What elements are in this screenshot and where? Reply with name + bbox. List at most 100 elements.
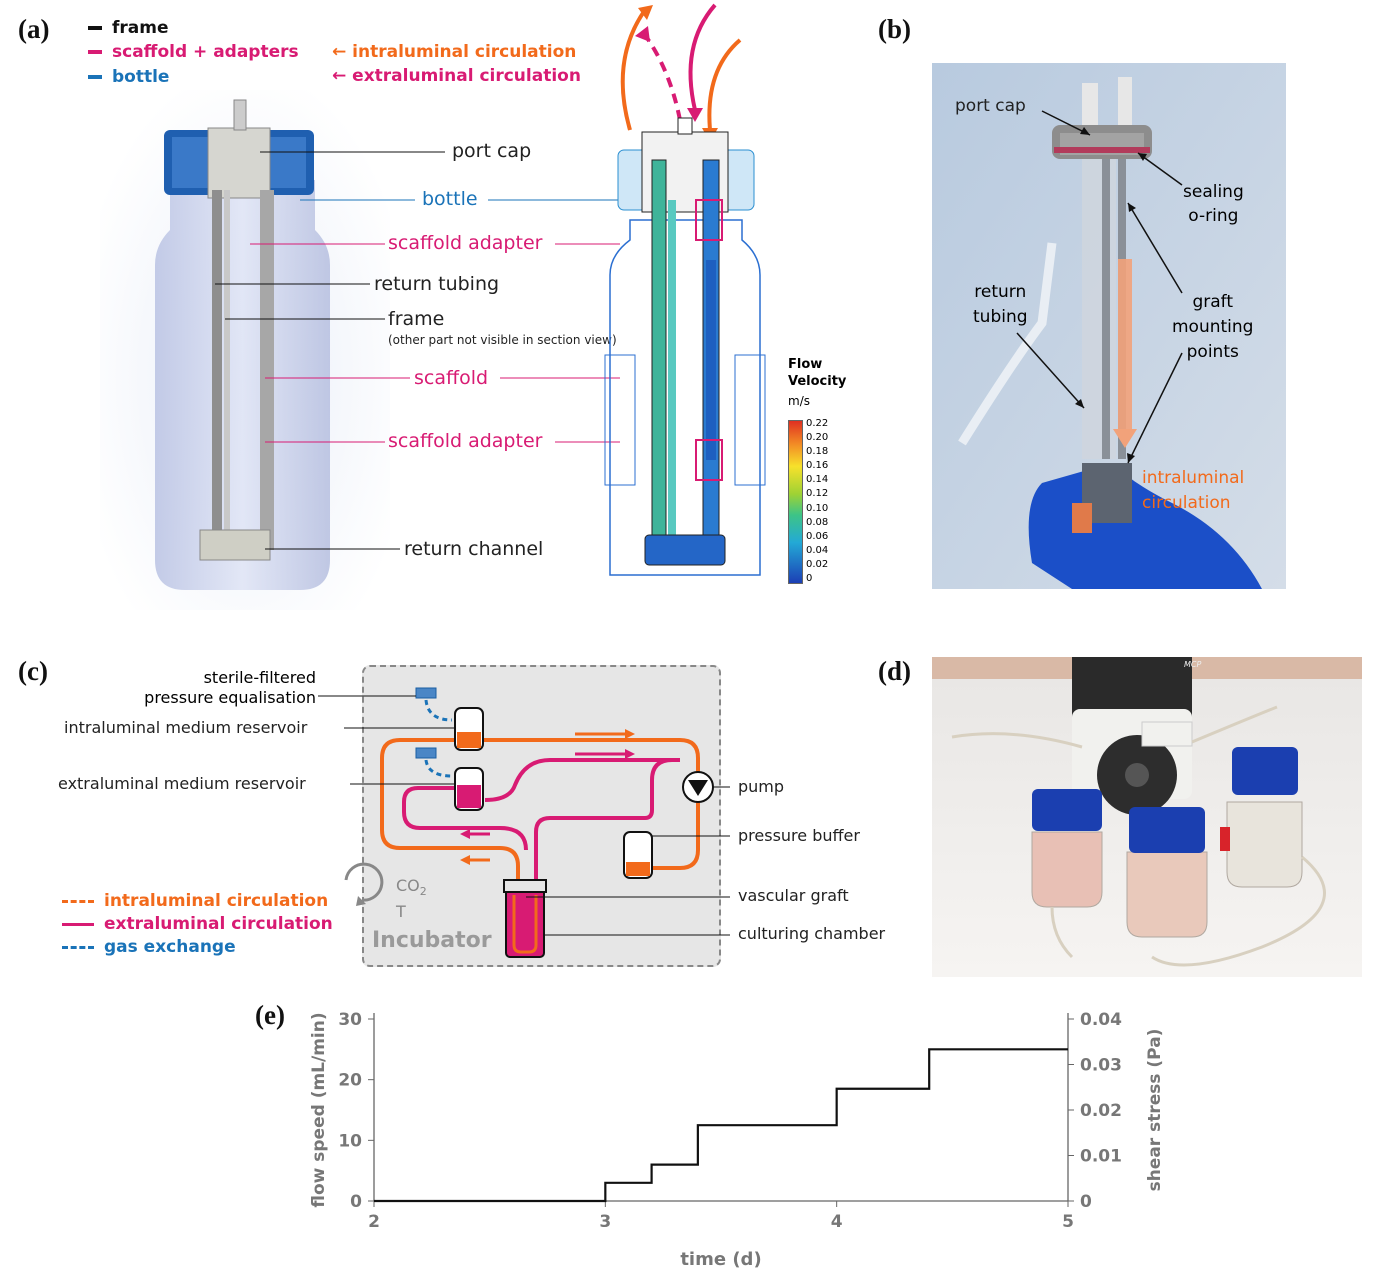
legend-intraluminal-flow: ← intraluminal circulation <box>332 42 576 62</box>
legend-frame: frame <box>88 18 169 38</box>
callout-return-tubing: return tubing <box>374 273 500 295</box>
y-tick-label: 0 <box>350 1192 362 1212</box>
callout-port-cap: port cap <box>452 140 532 162</box>
label-circulation: circulation <box>1142 493 1231 513</box>
legend-label: extraluminal circulation <box>104 914 333 934</box>
co2-label: CO2 <box>396 876 427 898</box>
photo-setup <box>932 657 1362 977</box>
panel-label-e: (e) <box>255 1000 285 1030</box>
y2-tick-label: 0.02 <box>1080 1101 1122 1121</box>
x-tick-label: 2 <box>368 1212 380 1232</box>
callout-scaffold: scaffold <box>414 367 489 389</box>
callout-scaffold-adapter-top: scaffold adapter <box>388 232 543 254</box>
legend-swatch <box>88 50 102 54</box>
label-port-cap: port cap <box>955 96 1026 116</box>
colorbar-tick: 0.14 <box>806 474 829 486</box>
panel-label-a: (a) <box>18 14 50 44</box>
bottle-render <box>100 90 390 610</box>
legend-intraluminal: intraluminal circulation <box>62 890 333 913</box>
legend-bottle: bottle <box>88 67 169 87</box>
panel-b-arrows <box>1016 110 1183 464</box>
temperature-label: T <box>396 902 406 921</box>
co2-text: CO <box>396 876 420 895</box>
label-sealing-o-ring: sealing o-ring <box>1183 180 1244 228</box>
colorbar-tick: 0.04 <box>806 544 829 556</box>
label-graft: graft <box>1192 292 1234 312</box>
y2-tick-label: 0.04 <box>1080 1010 1122 1030</box>
series-line-0 <box>374 1048 1068 1203</box>
photo-bioreactor-assembly <box>932 63 1286 589</box>
callout-scaffold-adapter-bottom: scaffold adapter <box>388 430 543 452</box>
colorbar-tick: 0.06 <box>806 530 829 542</box>
arrow-left-icon: ← <box>332 42 347 62</box>
pump-brand-label: MCP <box>1184 660 1202 669</box>
y-tick-label: 10 <box>338 1131 362 1151</box>
label-pressure-buffer: pressure buffer <box>738 826 860 845</box>
section-view-diagram <box>604 3 766 576</box>
legend-swatch <box>88 26 102 30</box>
colorbar-tick: 0.18 <box>806 446 829 458</box>
label-sealing: sealing <box>1183 182 1244 202</box>
colorbar-ticks: 0.22 0.20 0.18 0.16 0.14 0.12 0.10 0.08 … <box>806 417 828 586</box>
y-axis-label: flow speed (mL/min) <box>309 1012 329 1207</box>
label-culturing-chamber: culturing chamber <box>738 924 886 943</box>
label-vascular-graft: vascular graft <box>738 886 849 905</box>
label-tubing: tubing <box>973 307 1028 327</box>
label-graft-mounting-points: graft mounting points <box>1172 290 1253 365</box>
label-points: points <box>1186 342 1239 362</box>
legend-swatch <box>88 75 102 79</box>
y2-tick-label: 0.01 <box>1080 1147 1122 1167</box>
colorbar-tick: 0.08 <box>806 516 829 528</box>
legend-label: bottle <box>112 67 170 87</box>
legend-extraluminal: extraluminal circulation <box>62 913 333 936</box>
x-axis-label: time (d) <box>680 1249 761 1270</box>
colorbar-title-line1: Flow <box>788 357 823 372</box>
y2-axis-label: shear stress (Pa) <box>1145 1029 1165 1192</box>
legend-line-icon <box>62 922 94 926</box>
co2-subscript: 2 <box>419 885 427 899</box>
legend-label: scaffold + adapters <box>112 42 299 62</box>
circuit-diagram <box>344 687 714 958</box>
y-tick-label: 30 <box>338 1010 362 1030</box>
y2-tick-label: 0 <box>1080 1192 1092 1212</box>
legend-label: intraluminal circulation <box>352 42 577 62</box>
colorbar-tick: 0.22 <box>806 418 829 429</box>
colorbar <box>788 420 803 584</box>
label-extraluminal-reservoir: extraluminal medium reservoir <box>58 774 306 793</box>
legend-extraluminal-flow: ← extraluminal circulation <box>332 66 581 86</box>
colorbar-tick: 0.16 <box>806 460 829 472</box>
label-pump: pump <box>738 777 785 796</box>
y-tick-label: 20 <box>338 1071 362 1091</box>
label-sterile-line2: pressure equalisation <box>144 688 316 707</box>
legend-gas-exchange: gas exchange <box>62 936 333 959</box>
colorbar-tick: 0 <box>806 573 813 585</box>
label-intraluminal: intraluminal <box>1142 468 1245 488</box>
panel-label-b: (b) <box>878 14 911 44</box>
colorbar-title: Flow Velocity <box>788 356 846 390</box>
legend-label: intraluminal circulation <box>104 891 329 911</box>
callout-bottle: bottle <box>422 188 478 210</box>
callout-lines <box>215 151 620 550</box>
x-tick-label: 5 <box>1062 1212 1074 1232</box>
label-return: return <box>974 282 1027 302</box>
label-sterile-filtered: sterile-filtered pressure equalisation <box>120 668 316 708</box>
callout-return-channel: return channel <box>404 538 544 560</box>
label-return-tubing: return tubing <box>973 280 1028 330</box>
y2-tick-label: 0.03 <box>1080 1056 1122 1076</box>
incubator-label: Incubator <box>372 928 492 953</box>
legend-dash-icon <box>62 945 94 949</box>
legend-scaffold: scaffold + adapters <box>88 42 299 62</box>
legend-label: frame <box>112 18 169 38</box>
arrow-left-icon: ← <box>332 66 347 86</box>
colorbar-tick: 0.20 <box>806 432 829 444</box>
colorbar-tick: 0.12 <box>806 488 829 500</box>
colorbar-tick: 0.02 <box>806 558 829 570</box>
panel-c-leader-lines <box>318 695 730 936</box>
legend-label: extraluminal circulation <box>352 66 581 86</box>
panel-label-d: (d) <box>878 656 911 686</box>
colorbar-unit: m/s <box>788 394 810 408</box>
label-intraluminal-circulation: intraluminal circulation <box>1142 466 1244 516</box>
colorbar-title-line2: Velocity <box>788 374 847 389</box>
